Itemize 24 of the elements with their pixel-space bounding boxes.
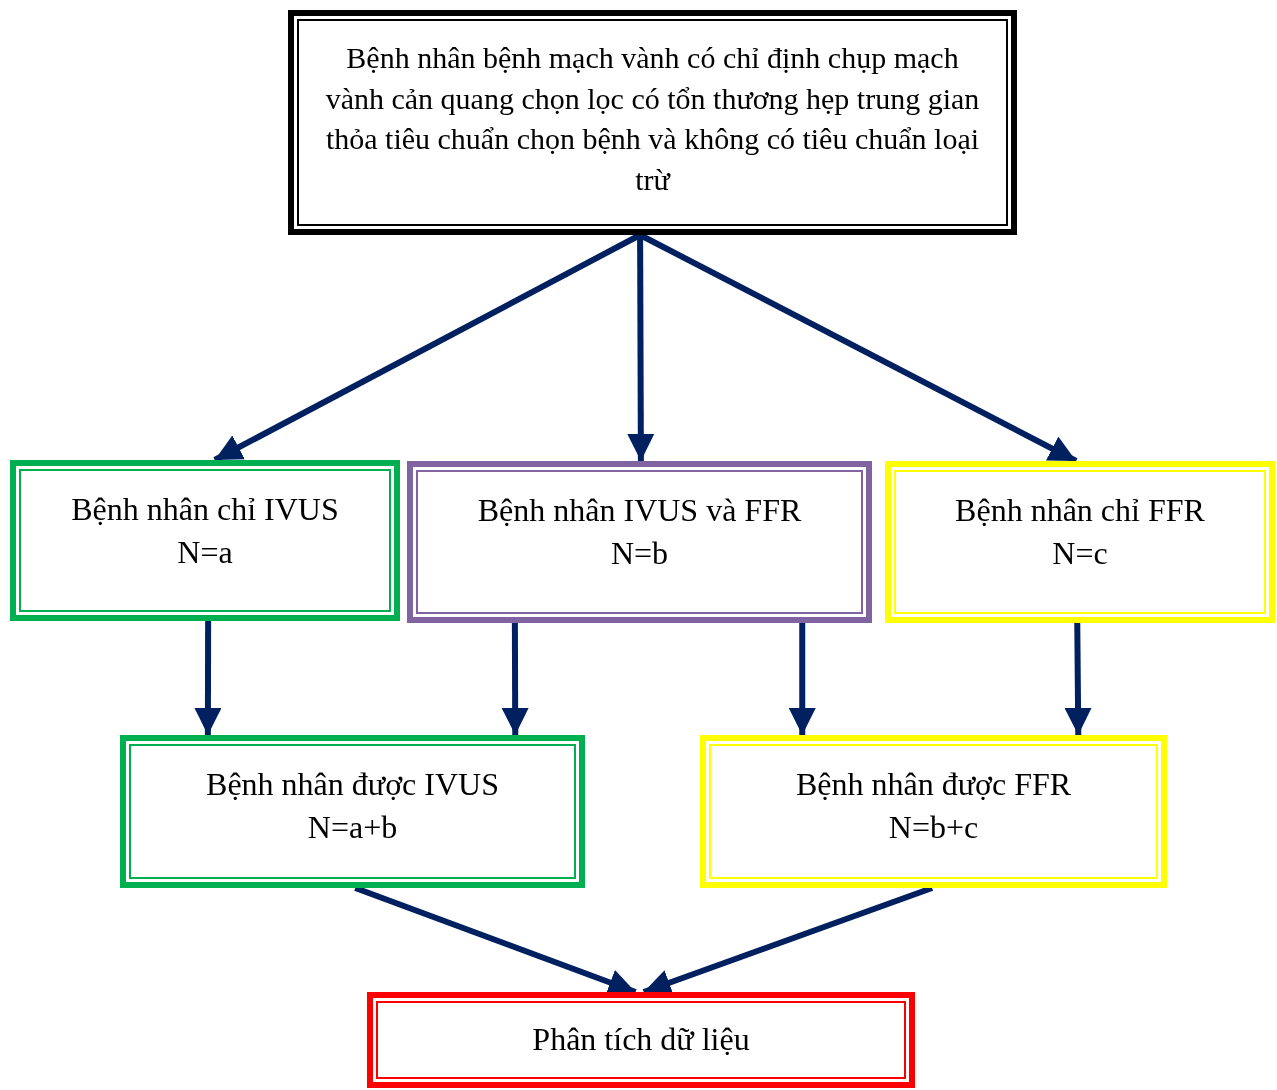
box-text: N=b (609, 534, 670, 574)
box-text: Bệnh nhân chỉ FFR (954, 491, 1206, 530)
arrow (627, 235, 655, 462)
box-text: Bệnh nhân bệnh mạch vành có chỉ định chụp mạch vành cản quang chọn lọc có tổn thương hẹp trung gian thỏa tiêu chuẩn chọn bệnh và không có tiêu chuẩn loại trừ (324, 40, 981, 198)
process-box (700, 735, 1167, 888)
box-text: N=a+b (306, 808, 399, 848)
arrow (194, 621, 222, 735)
box-text: Bệnh nhân chỉ IVUS (70, 490, 340, 529)
box-text: Phân tích dữ liệu (531, 1020, 751, 1059)
box-text: Bệnh nhân IVUS và FFR (476, 491, 803, 530)
process-box (10, 460, 400, 621)
process-box (407, 461, 872, 623)
process-box (367, 992, 915, 1088)
box-text: N=a (176, 533, 234, 573)
box-text: N=c (1051, 534, 1109, 574)
process-box (120, 735, 585, 888)
box-text: N=b+c (887, 808, 980, 848)
box-text: Bệnh nhân được IVUS (205, 765, 500, 804)
process-box (288, 10, 1017, 235)
arrow (501, 623, 529, 735)
box-text: Bệnh nhân được FFR (794, 765, 1073, 804)
process-box (885, 461, 1275, 623)
arrow (1064, 622, 1092, 736)
arrow (788, 623, 816, 735)
